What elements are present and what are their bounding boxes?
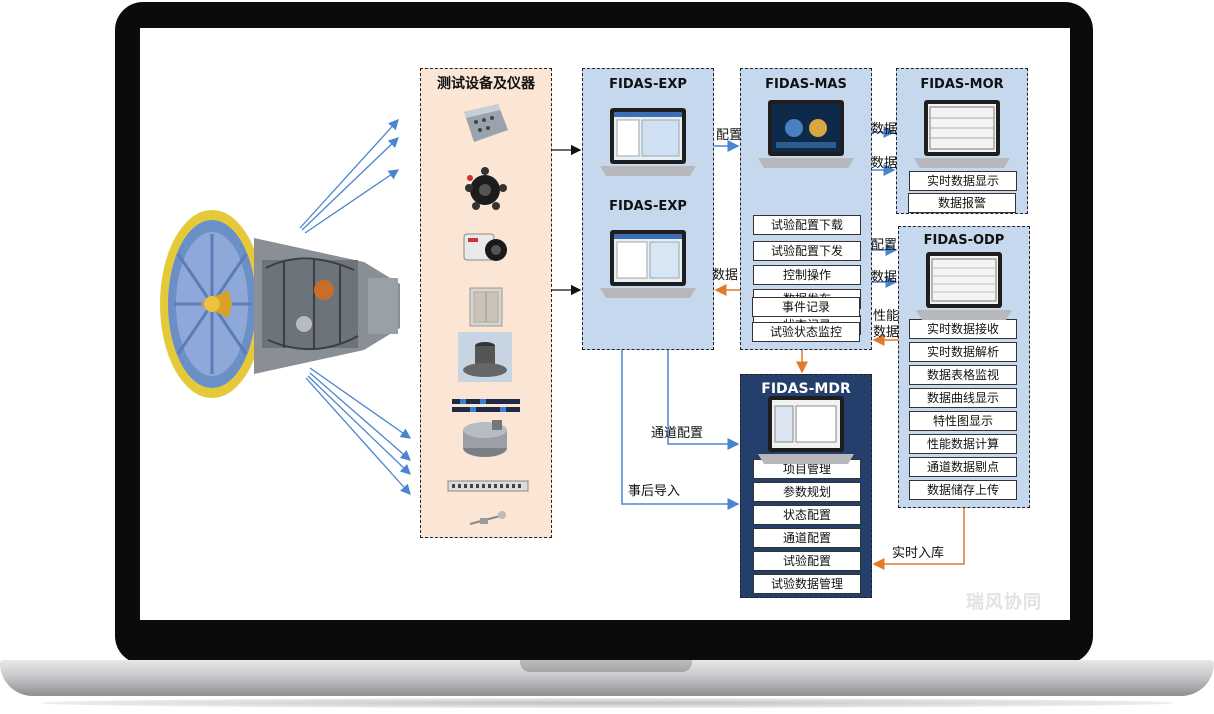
multi-sensor-unit-icon — [465, 167, 507, 210]
odp-item: 性能数据计算 — [909, 434, 1017, 454]
odp-item: 实时数据解析 — [909, 342, 1017, 362]
pressure-sensor-icon — [458, 332, 512, 382]
panel-odp-title: FIDAS-ODP — [923, 233, 1005, 248]
panel-mdr-title: FIDAS-MDR — [761, 381, 851, 397]
high-speed-camera-icon — [463, 233, 507, 261]
label-odp-to-mas-2: 数据 — [873, 325, 900, 340]
mdr-item: 试验数据管理 — [753, 574, 861, 594]
label-mas-to-mor-2: 数据 — [871, 156, 898, 171]
panel-exp-title-bottom: FIDAS-EXP — [609, 199, 687, 214]
odp-item: 数据储存上传 — [909, 480, 1017, 500]
label-post-import: 事后导入 — [628, 484, 681, 499]
label-exp-to-mas: 配置 — [716, 128, 743, 143]
mas-item: 试验配置下发 — [753, 241, 861, 261]
label-realtime-store: 实时入库 — [892, 546, 945, 561]
label-mas-to-odp-data: 数据 — [871, 270, 898, 285]
laptop-thumbnail-exp-top — [600, 108, 696, 176]
panel-mdr: FIDAS-MDR 项目管理 参数规划 状态配置 通道配置 试验配置 试验数据管… — [740, 374, 872, 598]
turbofan-engine-illustration — [160, 210, 400, 398]
mdr-item: 通道配置 — [753, 528, 861, 548]
odp-item: 特性图显示 — [909, 411, 1017, 431]
odp-item: 数据表格监视 — [909, 365, 1017, 385]
odp-item: 数据曲线显示 — [909, 388, 1017, 408]
label-channel-config: 通道配置 — [651, 426, 704, 441]
panel-exp-title-top: FIDAS-EXP — [609, 77, 687, 92]
mas-item: 试验配置下载 — [753, 215, 861, 235]
mor-item: 实时数据显示 — [909, 171, 1017, 191]
label-mas-to-exp: 数据 — [712, 268, 739, 283]
odp-item: 通道数据剔点 — [909, 457, 1017, 477]
panel-instruments: 测试设备及仪器 — [420, 68, 552, 538]
mas-item: 控制操作 — [753, 265, 861, 285]
laptop-screen: 测试设备及仪器 FIDAS-EXP FIDAS-EXP FIDAS-MAS 试验… — [140, 28, 1070, 620]
laptop-thumbnail-mas — [758, 100, 854, 168]
laptop-notch — [520, 660, 692, 672]
mas-item: 事件记录 — [752, 297, 860, 317]
watermark-logo: 瑞风协同 — [966, 592, 1042, 613]
odp-item: 实时数据接收 — [909, 319, 1017, 339]
mdr-item: 参数规划 — [753, 482, 861, 502]
laptop-thumbnail-mor — [914, 100, 1010, 168]
thermocouple-probe-icon — [469, 511, 506, 525]
laptop-thumbnail-odp — [916, 252, 1012, 320]
panel-instruments-title: 测试设备及仪器 — [437, 76, 535, 92]
panel-mas-title: FIDAS-MAS — [765, 77, 847, 92]
connection-arrows — [299, 119, 965, 570]
mor-item: 数据报警 — [908, 193, 1016, 213]
laptop-thumbnail-mdr — [758, 396, 854, 464]
data-acquisition-module-icon — [464, 104, 508, 142]
terminal-block-icon — [447, 480, 529, 492]
signal-conditioner-cabinet-icon — [469, 287, 503, 327]
mdr-item: 试验配置 — [753, 551, 861, 571]
panel-mor-title: FIDAS-MOR — [920, 77, 1004, 92]
laptop-thumbnail-exp-bottom — [600, 230, 696, 298]
label-odp-to-mas-1: 性能 — [873, 309, 900, 324]
connector-strip-icon — [452, 399, 520, 412]
label-mas-to-odp-config: 配置 — [871, 238, 898, 253]
label-mas-to-mor-1: 数据 — [871, 122, 898, 137]
mdr-item: 状态配置 — [753, 505, 861, 525]
accelerometer-icon — [463, 420, 507, 457]
mas-item: 试验状态监控 — [752, 322, 860, 342]
laptop-shadow — [40, 698, 1174, 708]
